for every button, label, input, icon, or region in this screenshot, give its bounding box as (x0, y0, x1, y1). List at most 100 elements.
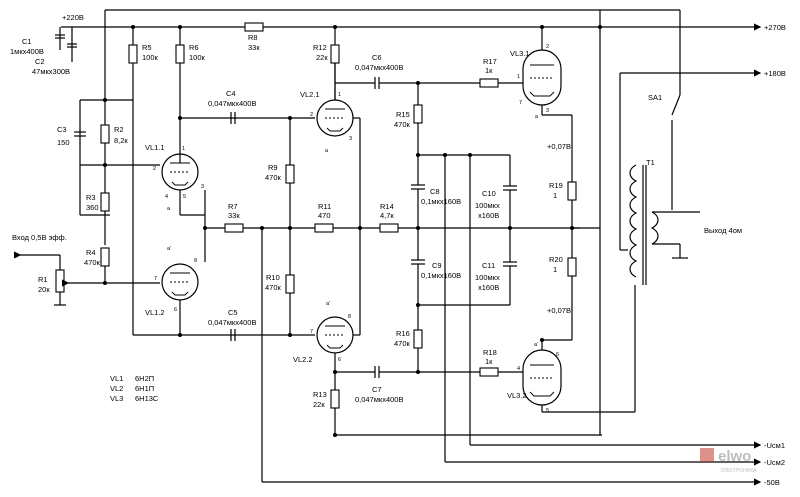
label-r17-val: 1к (485, 66, 493, 75)
label-r2-val: 8,2к (114, 136, 128, 145)
heater-vl12: a' (167, 246, 171, 252)
resistor-r15 (413, 104, 423, 124)
heater-vl31: a (535, 114, 539, 120)
label-vl22: VL2.2 (293, 355, 313, 364)
legend-vl1-type: 6Н2П (135, 374, 154, 383)
pin-vl22-7: 7 (310, 329, 313, 335)
resistor-r12 (330, 44, 340, 64)
pin-vl31-7: 7 (519, 100, 522, 106)
label-r11-val: 470 (318, 211, 331, 220)
label-c5-val: 0,047мкх400В (208, 318, 256, 327)
label-c7: C7 (372, 385, 382, 394)
pin-vl11-3: 3 (201, 184, 204, 190)
resistor-r11 (314, 223, 334, 233)
label-r1: R1 (38, 275, 48, 284)
label-c8: C8 (430, 187, 440, 196)
rail-bottom (104, 10, 762, 486)
pin-vl12-7: 7 (154, 276, 157, 282)
legend-vl1-ref: VL1 (110, 374, 123, 383)
resistor-r8 (244, 22, 264, 32)
label-r13-val: 22к (313, 400, 325, 409)
label-c10-v2: x160В (478, 211, 499, 220)
pin-vl12-8: 8 (194, 258, 197, 264)
pin-vl11-2: 2 (153, 166, 156, 172)
pin-vl12-6: 6 (174, 307, 177, 313)
pin-vl11-1: 1 (182, 146, 185, 152)
label-t1: T1 (646, 158, 655, 167)
resistor-r19 (567, 181, 577, 201)
label-c9: C9 (432, 261, 442, 270)
watermark-text: elwo (718, 448, 751, 465)
pin-vl21-2: 2 (310, 112, 313, 118)
label-c4: C4 (226, 89, 236, 98)
resistor-r16 (413, 329, 423, 349)
tube-vl2-1 (316, 99, 354, 137)
label-r7: R7 (228, 202, 238, 211)
transformer-t1 (629, 164, 659, 285)
label-r10: R10 (266, 273, 280, 282)
label-p220: +220В (62, 13, 84, 22)
pin-vl22-6: 6 (338, 357, 341, 363)
heater-vl11: a (167, 206, 171, 212)
label-p180: +180В (764, 69, 786, 78)
label-r12-val: 22к (316, 53, 328, 62)
label-r1-val: 20к (38, 285, 50, 294)
resistor-r5 (128, 44, 138, 64)
label-c1: C1 (22, 37, 32, 46)
tube-vl3-1 (522, 49, 562, 106)
junctions (103, 25, 602, 437)
resistor-r14 (379, 223, 399, 233)
label-r9-val: 470к (265, 173, 282, 182)
label-r16-val: 470к (394, 339, 411, 348)
label-r4-val: 470к (84, 258, 101, 267)
pin-vl32-5: 5 (546, 408, 549, 414)
resistor-r3 (100, 192, 110, 212)
tube-vl1-2 (161, 263, 199, 301)
pin-vl21-1: 1 (338, 92, 341, 98)
label-r19-val: 1 (553, 191, 557, 200)
label-sa1: SA1 (648, 93, 662, 102)
resistor-r13 (330, 389, 340, 409)
resistor-r20 (567, 257, 577, 277)
label-c3: C3 (57, 125, 67, 134)
label-c8-val: 0,1мкх160В (421, 197, 461, 206)
label-r8-val: 33к (248, 43, 260, 52)
watermark-logo: elwo ЭЛЕКТРОНИКА (700, 448, 757, 474)
label-v007-top: +0,07В (547, 142, 571, 151)
pin-vl31-2: 2 (546, 44, 549, 50)
label-v007-bot: +0,07В (547, 306, 571, 315)
pin-vl31-1: 1 (517, 74, 520, 80)
label-c7-val: 0,047мкх400В (355, 395, 403, 404)
label-c6-val: 0,047мкх400В (355, 63, 403, 72)
resistor-r7 (224, 223, 244, 233)
heater-vl32: a' (534, 342, 538, 348)
label-c11-v1: 100мкх (475, 273, 500, 282)
label-r17: R17 (483, 57, 497, 66)
legend-vl3-type: 6Н13С (135, 394, 159, 403)
resistor-r9 (285, 164, 295, 184)
label-vl12: VL1.2 (145, 308, 165, 317)
label-c4-val: 0,047мкх400В (208, 99, 256, 108)
pin-vl21-3: 3 (349, 136, 352, 142)
label-c2-val: 47мкх300В (32, 67, 70, 76)
label-ucm2: -Uсм2 (764, 458, 785, 467)
label-r20: R20 (549, 255, 563, 264)
heater-vl22: a' (326, 301, 330, 307)
label-r10-val: 470к (265, 283, 282, 292)
label-c3-val: 150 (57, 138, 70, 147)
rail-270 (61, 9, 762, 95)
legend-vl2-ref: VL2 (110, 384, 123, 393)
label-p270: +270В (764, 23, 786, 32)
pin-vl22-8: 8 (348, 314, 351, 320)
resistor-r4 (100, 247, 110, 267)
label-r4: R4 (86, 248, 96, 257)
label-r5-val: 100к (142, 53, 159, 62)
label-r3: R3 (86, 193, 96, 202)
label-r18-val: 1к (485, 357, 493, 366)
pin-vl31-3: 3 (546, 108, 549, 114)
label-r7-val: 33к (228, 211, 240, 220)
label-r6-val: 100к (189, 53, 206, 62)
pin-vl32-4: 4 (517, 366, 520, 372)
label-r12: R12 (313, 43, 327, 52)
pin-vl11-4: 4 (165, 194, 168, 200)
